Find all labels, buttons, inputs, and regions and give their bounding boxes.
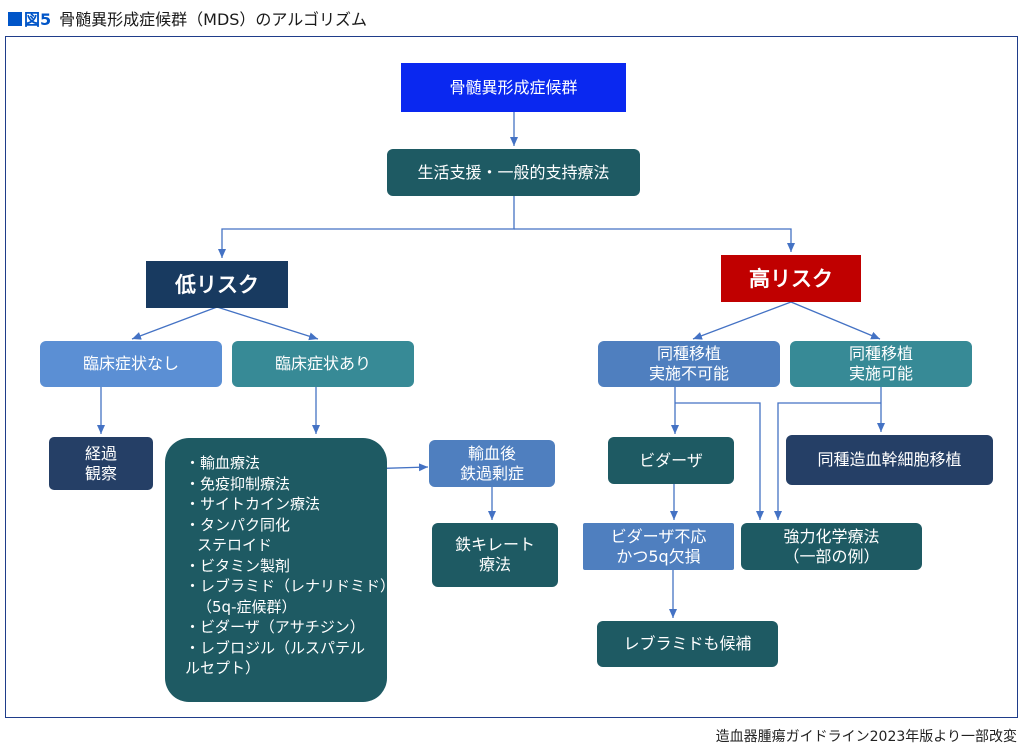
node-hsct: 同種造血幹細胞移植 <box>786 435 993 485</box>
node-low-risk: 低リスク <box>146 261 288 308</box>
node-iron-chelation: 鉄キレート 療法 <box>432 523 558 587</box>
square-marker-icon <box>8 12 22 26</box>
node-mds: 骨髄異形成症候群 <box>401 63 626 112</box>
treatment-item: ステロイド <box>197 536 273 554</box>
treatment-item: ・免疫抑制療法 <box>185 474 291 493</box>
arrow-high-unable <box>692 301 792 340</box>
node-observation: 経過 観察 <box>49 437 153 490</box>
arrow-low-symptom <box>216 306 319 341</box>
source-credit: 造血器腫瘍ガイドライン2023年版より一部改変 <box>715 729 1017 745</box>
treatment-item: ・レブロジル（ルスパテル <box>185 638 366 657</box>
node-transplant-unable: 同種移植 実施不可能 <box>598 341 780 387</box>
figure-caption: 骨髄異形成症候群（MDS）のアルゴリズム <box>59 10 367 29</box>
node-transplant-able: 同種移植 実施可能 <box>790 341 972 387</box>
treatment-item: ・サイトカイン療法 <box>185 495 321 513</box>
treatment-list: ・輸血療法 ・免疫抑制療法 ・サイトカイン療法 ・タンパク同化 ステロイド ・ビ… <box>165 438 396 702</box>
treatment-item: ・レブラミド（レナリドミド） <box>185 577 396 595</box>
treatment-item: ルセプト） <box>185 659 261 677</box>
arrow-support-low <box>218 196 515 258</box>
arrow-able-chemo <box>774 402 881 520</box>
node-revlimid: レブラミドも候補 <box>597 621 778 667</box>
node-vidaza-refractory: ビダーザ不応 かつ5q欠損 <box>583 523 734 570</box>
node-high-risk: 高リスク <box>721 255 861 302</box>
treatment-item: ・ビダーザ（アサチジン） <box>185 618 365 636</box>
arrow-support-high <box>514 228 795 252</box>
node-no-symptoms: 臨床症状なし <box>40 341 222 387</box>
node-iron-overload: 輸血後 鉄過剰症 <box>429 440 555 487</box>
treatment-item: （5q-症候群） <box>197 597 297 616</box>
treatment-item: ・ビタミン製剤 <box>185 556 291 575</box>
node-symptoms: 臨床症状あり <box>232 341 414 387</box>
arrow-high-able <box>790 301 881 340</box>
node-support-therapy: 生活支援・一般的支持療法 <box>387 149 640 196</box>
node-intensive-chemo: 強力化学療法 （一部の例） <box>741 523 922 570</box>
figure-title: 図5 骨髄異形成症候群（MDS）のアルゴリズム <box>8 6 367 30</box>
treatment-item: ・輸血療法 <box>185 454 261 472</box>
figure-label: 図5 <box>24 10 52 29</box>
treatment-item: ・タンパク同化 <box>185 515 291 534</box>
diagram-frame <box>5 36 1018 718</box>
node-vidaza: ビダーザ <box>608 437 734 484</box>
arrow-unable-chemo <box>675 402 764 520</box>
arrow-low-nosymptom <box>131 306 218 340</box>
